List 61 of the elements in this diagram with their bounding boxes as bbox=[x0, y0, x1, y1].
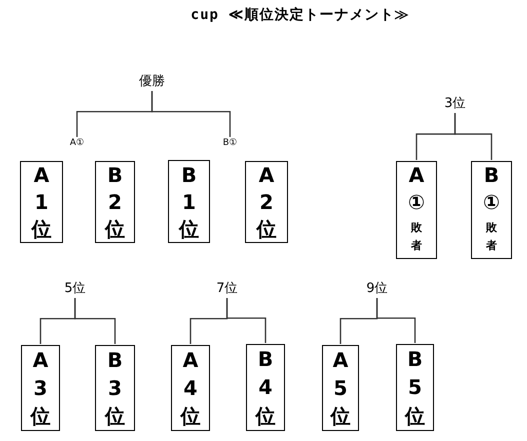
box-text: 位 bbox=[32, 218, 52, 239]
box-text: 1 bbox=[34, 192, 48, 212]
team-box bbox=[95, 345, 135, 431]
rank-label: 9位 bbox=[366, 279, 388, 297]
box-text: A bbox=[182, 350, 198, 370]
bracket-line bbox=[376, 298, 416, 343]
box-text: ① bbox=[483, 192, 500, 212]
rank-label: 優勝 bbox=[139, 72, 165, 90]
box-text: 位 bbox=[105, 218, 125, 239]
box-text: 5 bbox=[408, 377, 422, 398]
box-text: 位 bbox=[180, 406, 200, 426]
team-box bbox=[95, 161, 135, 243]
title: cup ≪順位決定トーナメント≫ bbox=[190, 6, 410, 24]
box-text: B bbox=[107, 165, 123, 186]
team-box bbox=[21, 345, 60, 431]
bracket-line bbox=[454, 113, 492, 160]
bracket-line bbox=[74, 298, 116, 344]
team-box bbox=[396, 344, 434, 431]
box-text: 4 bbox=[258, 377, 272, 398]
rank-label: 3位 bbox=[444, 94, 466, 112]
box-text: 位 bbox=[30, 406, 50, 426]
team-box bbox=[246, 344, 285, 431]
bracket-line bbox=[151, 91, 231, 137]
box-text: A bbox=[258, 165, 274, 186]
rank-label: A① bbox=[70, 138, 84, 148]
box-text: 位 bbox=[179, 218, 199, 238]
box-text: A bbox=[408, 165, 424, 186]
team-box bbox=[168, 160, 210, 243]
team-box bbox=[322, 345, 359, 431]
box-text: 2 bbox=[108, 192, 122, 212]
box-text: 4 bbox=[184, 378, 198, 398]
box-text: A bbox=[32, 350, 48, 370]
box-text: 1 bbox=[182, 192, 196, 212]
box-text: 位 bbox=[405, 406, 425, 426]
box-text: 5 bbox=[334, 378, 348, 398]
rank-label: 7位 bbox=[216, 279, 238, 297]
box-text: 位 bbox=[256, 406, 276, 426]
team-box bbox=[471, 161, 512, 259]
box-text: 位 bbox=[256, 218, 276, 239]
team-box bbox=[20, 161, 63, 243]
box-text: 敗者 bbox=[486, 220, 497, 254]
box-text: 敗者 bbox=[411, 220, 422, 254]
box-text: 位 bbox=[330, 406, 350, 426]
rank-label: B① bbox=[222, 138, 238, 148]
box-text: B bbox=[407, 349, 423, 370]
team-box bbox=[245, 161, 288, 243]
box-text: 3 bbox=[34, 378, 48, 398]
box-text: 3 bbox=[108, 378, 122, 398]
box-text: 2 bbox=[260, 192, 274, 212]
rank-label: 5位 bbox=[64, 279, 86, 297]
box-text: A bbox=[332, 350, 348, 370]
team-box bbox=[396, 161, 437, 259]
team-box bbox=[171, 345, 210, 431]
box-text: ① bbox=[408, 192, 425, 212]
box-text: A bbox=[34, 165, 50, 186]
box-text: B bbox=[484, 165, 500, 186]
box-text: B bbox=[258, 349, 274, 370]
box-text: B bbox=[107, 350, 123, 370]
box-text: B bbox=[181, 164, 197, 184]
box-text: 位 bbox=[105, 406, 125, 426]
bracket-line bbox=[226, 298, 266, 343]
